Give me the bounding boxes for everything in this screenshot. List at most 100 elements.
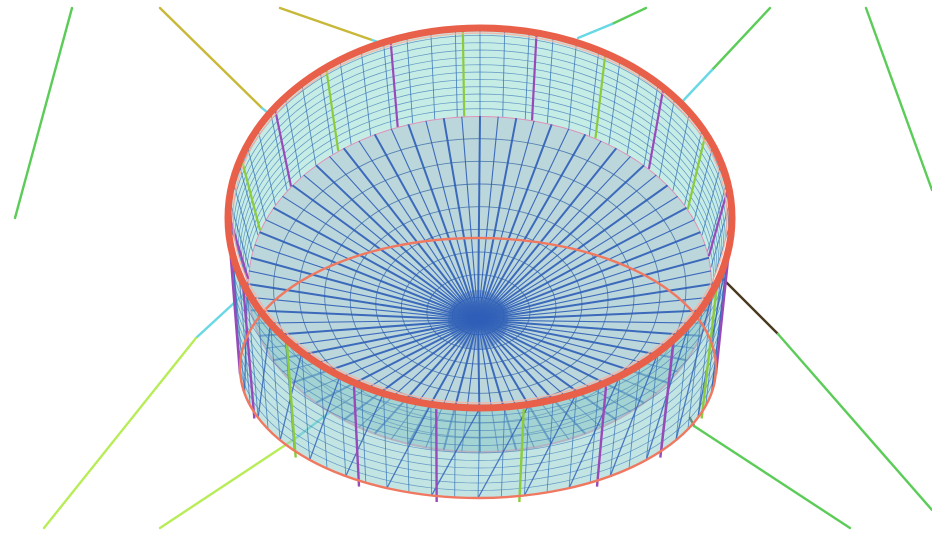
floor-radial-line xyxy=(248,296,479,321)
top-rim-inner-highlight xyxy=(232,32,728,404)
floor-radial-line xyxy=(461,116,479,321)
back-wall-post xyxy=(647,87,665,170)
floor-radial-line xyxy=(477,147,618,321)
front-wall-grid-row xyxy=(233,292,725,454)
mooring-cable-14 xyxy=(692,424,852,530)
mooring-cable-12 xyxy=(776,332,932,512)
floor-radial-line xyxy=(358,140,479,321)
floor-radial-line xyxy=(281,195,479,321)
front-wall-surface xyxy=(228,218,732,498)
floor-radial-line xyxy=(477,319,701,337)
back-wall-surface xyxy=(228,28,732,284)
mooring-cable-16 xyxy=(42,336,198,530)
floor-radial-line xyxy=(328,155,479,321)
front-wall-grid-row xyxy=(232,280,726,446)
floor-radial-line xyxy=(407,123,479,321)
back-wall-grid-row xyxy=(239,78,721,257)
back-wall-post xyxy=(240,157,262,231)
mooring-cable-9 xyxy=(678,68,714,106)
back-wall-grid-row xyxy=(240,86,720,263)
front-wall-grid-row xyxy=(228,230,732,416)
back-wall-post xyxy=(686,133,707,210)
floor-radial-line xyxy=(477,270,712,321)
floor-radial-line xyxy=(477,319,706,324)
floor-radial-line xyxy=(390,128,479,321)
mooring-cable-10 xyxy=(864,6,932,192)
front-wall-brace xyxy=(675,290,714,441)
floor-radial-line xyxy=(477,296,712,321)
floor-radial-line xyxy=(477,244,706,321)
floor-radial-line xyxy=(477,120,535,321)
floor-radial-line xyxy=(250,256,479,321)
floor-radial-line xyxy=(259,319,479,337)
floor-radial-line xyxy=(477,164,645,321)
support-posts xyxy=(226,221,734,503)
floor-radial-line xyxy=(477,231,702,321)
floor-radial-line xyxy=(254,244,479,321)
bottom-rim xyxy=(238,236,718,500)
back-wall-post xyxy=(324,67,340,152)
mooring-cable-7 xyxy=(576,22,614,40)
floor-radial-line xyxy=(477,319,695,349)
support-post xyxy=(700,286,718,419)
tank-rims xyxy=(224,24,736,500)
front-wall-brace xyxy=(523,393,578,496)
floor-radial-line xyxy=(272,206,479,321)
front-wall-brace xyxy=(430,407,481,496)
floor-center-hub xyxy=(448,290,508,350)
back-wall-grid-row xyxy=(237,71,723,252)
floor-radial-line xyxy=(477,115,481,321)
floor-radial-line xyxy=(254,319,479,324)
mooring-cable-11 xyxy=(718,274,780,336)
floor-radial-line xyxy=(477,309,710,321)
back-wall-post xyxy=(273,107,293,187)
floor-radial-line xyxy=(477,140,602,321)
back-wall-post xyxy=(461,28,466,117)
floor-radial-line xyxy=(258,231,479,321)
floor-radial-line xyxy=(315,164,479,321)
support-post xyxy=(518,409,525,503)
mooring-cable-6 xyxy=(610,6,648,26)
floor-radial-line xyxy=(265,319,479,349)
floor-radial-line xyxy=(250,309,479,321)
top-rim xyxy=(224,24,736,412)
mooring-cable-2 xyxy=(158,6,264,110)
front-wall-grid-row xyxy=(231,267,728,439)
front-wall-brace xyxy=(345,393,385,477)
mooring-cable-1 xyxy=(13,6,74,220)
floor-radial-line xyxy=(265,219,479,321)
floor-radial-line xyxy=(477,195,679,321)
floor-radial-line xyxy=(477,117,518,321)
floor-radial-line xyxy=(477,133,587,321)
front-wall-brace xyxy=(568,375,621,489)
back-wall-post xyxy=(530,32,538,121)
tank-front-wall xyxy=(227,217,733,499)
back-wall-grid-row xyxy=(242,93,718,268)
floor-radial-line xyxy=(477,283,713,321)
back-wall-post xyxy=(594,53,607,139)
front-wall-brace xyxy=(257,323,272,418)
floor-radial-line xyxy=(477,219,695,321)
support-post xyxy=(242,286,256,419)
floor-radial-line xyxy=(342,147,479,321)
floor-radial-line xyxy=(248,270,479,321)
front-wall-brace xyxy=(386,404,432,489)
support-post xyxy=(595,386,608,487)
floor-radial-line xyxy=(442,117,479,321)
floor-radial-line xyxy=(477,256,710,321)
mooring-cable-18 xyxy=(158,436,298,530)
support-post xyxy=(285,344,297,458)
support-post xyxy=(659,343,675,458)
mooring-cable-8 xyxy=(710,6,772,72)
front-wall-brace xyxy=(697,254,728,418)
front-wall-grid-row xyxy=(229,242,730,424)
back-wall-grid-row xyxy=(245,108,715,279)
mooring-cable-4 xyxy=(278,6,374,42)
floor-radial-line xyxy=(425,120,479,321)
front-wall-grid-row xyxy=(230,255,729,431)
back-wall-grid-row xyxy=(230,42,730,230)
back-wall-grid-row xyxy=(235,64,725,246)
back-wall-grid-row xyxy=(244,100,716,274)
floor-radial-line xyxy=(477,123,553,321)
floor-radial-line xyxy=(291,184,479,321)
